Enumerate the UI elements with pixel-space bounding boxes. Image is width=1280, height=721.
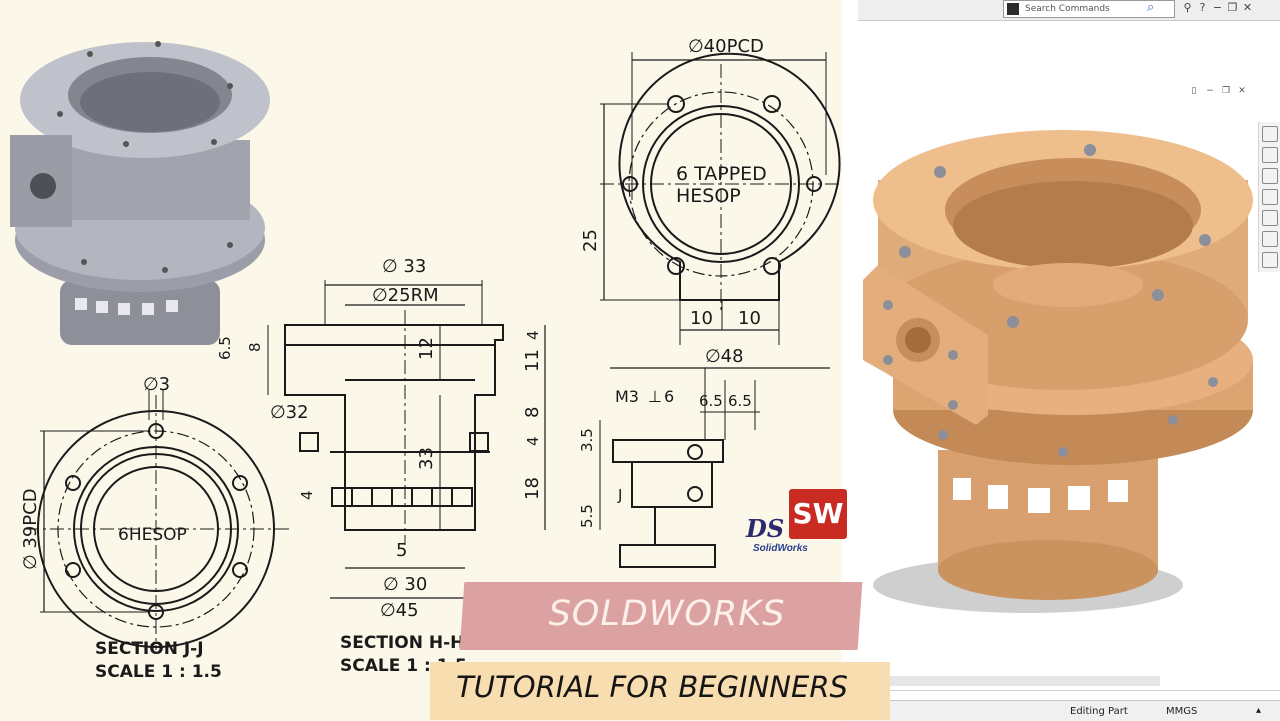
thread-m3: M3 [615,387,639,406]
dim-10-left: 10 [690,308,713,329]
note-tapped: 6 TAPPED [676,163,767,185]
search-placeholder: Search Commands [1025,4,1110,14]
dim-45: ∅45 [380,600,419,621]
dim-30: ∅ 30 [383,574,427,595]
status-bar: Editing Part MMGS ▴ [842,700,1280,721]
horizontal-scrollbar[interactable] [860,676,1160,686]
dim-3-5: 3.5 [578,428,596,452]
status-editing-part: Editing Part [1070,706,1128,717]
sw-logo: SW [789,489,847,539]
thread-depth: 6 [664,387,674,406]
dim-10-right: 10 [738,308,761,329]
dim-11: 11 [522,349,543,372]
forum-icon[interactable] [1262,252,1278,268]
dim-6-5-a: 6.5 [699,392,723,410]
section-j-title: SECTION J-J [95,639,204,659]
dim-25: 25 [580,229,601,252]
restore-icon[interactable]: ❐ [1227,1,1238,14]
command-icon [1007,3,1019,15]
status-units[interactable]: MMGS [1166,706,1198,717]
custom-properties-icon[interactable] [1262,231,1278,247]
dim-6-5: 6.5 [216,336,234,360]
dim-12: 12 [416,337,437,360]
window-controls: ⚲?−❐ ✕ [1180,1,1255,14]
dim-4-b: 4 [524,436,542,446]
note-hesop-top: HESOP [676,185,741,207]
close-icon[interactable]: ✕ [1242,1,1253,14]
section-j-view [25,390,290,650]
home-icon[interactable] [1262,126,1278,142]
section-h-title: SECTION H-H [340,633,464,653]
dim-8-b: 8 [522,407,543,418]
orange-3d-model [863,130,1253,613]
help-icon[interactable]: ? [1199,1,1206,14]
top-view [600,52,845,369]
expand-icon[interactable]: ▴ [1256,705,1262,716]
section-label-j: J [617,486,622,504]
user-icon[interactable]: ⚲ [1183,1,1192,14]
doc-tile-icon[interactable]: ▯ [1191,86,1197,96]
dim-32: ∅32 [270,402,309,423]
dim-18: 18 [522,477,543,500]
minimize-icon[interactable]: − [1212,1,1223,14]
dim-33: 33 [416,447,437,470]
dim-40pcd: ∅40PCD [688,36,764,57]
gray-3d-model [10,41,270,345]
dim-4-a: 4 [524,330,542,340]
dim-5: 5 [396,540,407,561]
dim-5-5: 5.5 [578,504,596,528]
banner-title: SOLDWORKS [548,594,786,634]
section-h-view [267,280,546,599]
dim-39pcd: ∅ 39PCD [20,488,41,570]
appearance-icon[interactable] [1262,210,1278,226]
section-j-scale: SCALE 1 : 1.5 [95,662,222,682]
thread-depth-icon: ⊥ [648,387,662,406]
search-commands-box[interactable]: Search Commands ⌕ [1003,0,1175,18]
dim-6-5-b: 6.5 [728,392,752,410]
document-window-controls: ▯−❐ ✕ [1186,86,1250,96]
solidworks-logo-text: SolidWorks [753,543,808,554]
doc-minimize-icon[interactable]: − [1206,86,1214,96]
dim-4-c: 4 [298,490,316,500]
doc-restore-icon[interactable]: ❐ [1221,86,1231,96]
view-palette-icon[interactable] [1262,189,1278,205]
task-pane-tabs [1258,122,1280,272]
dim-33-top: ∅ 33 [382,256,426,277]
note-6hesop: 6HESOP [118,525,187,545]
subtitle-banner-bg [430,662,890,720]
file-explorer-icon[interactable] [1262,168,1278,184]
search-icon[interactable]: ⌕ [1147,0,1155,15]
dim-48: ∅48 [705,346,744,367]
dim-8: 8 [246,342,264,352]
divider [860,690,1280,691]
ds-logo: DS [746,514,785,543]
drawing-reference-panel: ∅40PCD 6 TAPPED HESOP 25 10 10 ∅48 ∅ 33 … [10,36,845,682]
doc-close-icon[interactable]: ✕ [1238,86,1246,96]
resources-icon[interactable] [1262,147,1278,163]
dim-25rm: ∅25RM [372,285,439,306]
dim-3: ∅3 [143,374,170,395]
detail-view [599,368,760,568]
banner-subtitle: TUTORIAL FOR BEGINNERS [456,670,848,704]
